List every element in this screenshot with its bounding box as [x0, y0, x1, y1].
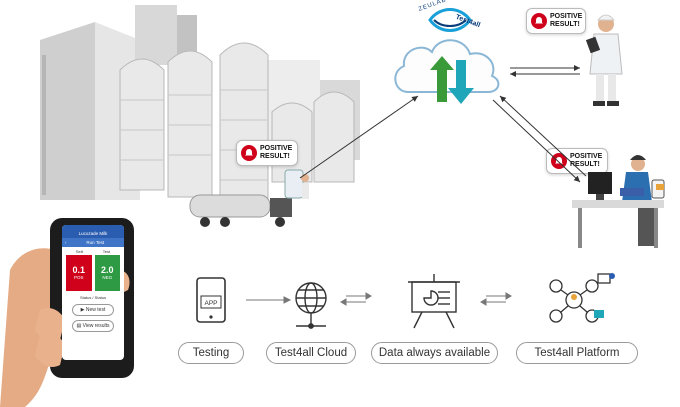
phone-header: Lucozade Milk	[62, 225, 124, 238]
app-icon: APP	[196, 277, 226, 323]
bell-icon	[531, 13, 547, 29]
connection-arrows	[299, 65, 587, 183]
phone-subheader: ‹ Run Test	[62, 238, 124, 247]
alert-line-1: POSITIVE	[570, 153, 603, 160]
positive-result-tile: 0.1 POS	[66, 255, 92, 291]
alert-line-1: POSITIVE	[260, 145, 293, 152]
new-test-label: New test	[85, 307, 106, 313]
step-data-label: Data always available	[371, 342, 498, 364]
alert-line-2: RESULT!	[260, 153, 290, 160]
presentation-board-icon	[408, 274, 460, 329]
globe-icon	[295, 282, 327, 329]
alert-line-1: POSITIVE	[550, 13, 583, 20]
phone-col-left: Sett	[75, 249, 83, 254]
step-platform-text: Test4all Platform	[534, 347, 620, 359]
phone-screen: Lucozade Milk ‹ Run Test Sett Test 0.1 P…	[62, 225, 124, 360]
bell-icon	[241, 145, 257, 161]
app-icon-text: APP	[204, 300, 217, 307]
negative-result-tile: 2.0 NEG	[94, 255, 120, 291]
bell-icon	[551, 153, 567, 169]
step-cloud-label: Test4all Cloud	[266, 342, 356, 364]
alert-line-2: RESULT!	[570, 161, 600, 168]
results-icon: ▤	[76, 323, 83, 329]
phone-app-title: Lucozade Milk	[78, 231, 108, 236]
cloud-illustration	[394, 8, 500, 104]
step-cloud-text: Test4all Cloud	[274, 347, 348, 359]
play-icon: ▶	[80, 307, 86, 313]
step-platform-label: Test4all Platform	[516, 342, 638, 364]
phone-back-icon[interactable]: ‹	[65, 240, 67, 245]
view-results-label: View results	[82, 323, 110, 329]
step-data-text: Data always available	[378, 347, 491, 359]
pos-label: POS	[73, 275, 84, 280]
alert-line-2: RESULT!	[550, 21, 580, 28]
view-results-button[interactable]: ▤ View results	[72, 320, 114, 332]
step-testing-label: Testing	[178, 342, 244, 364]
pos-value: 0.1	[72, 265, 85, 275]
workflow-icons: APP	[196, 273, 615, 329]
new-test-button[interactable]: ▶ New test	[72, 304, 114, 316]
neg-value: 2.0	[100, 265, 114, 275]
neg-label: NEG	[102, 275, 113, 280]
network-users-icon	[549, 273, 615, 323]
step-testing-text: Testing	[192, 347, 230, 359]
office-worker-desk	[572, 155, 665, 248]
phone-subheader-text: Run Test	[86, 240, 105, 245]
factory-illustration	[40, 5, 360, 227]
inspector-person	[585, 14, 623, 106]
phone-status-line: Status / Status	[79, 295, 106, 300]
phone-col-right: Test	[102, 249, 111, 254]
